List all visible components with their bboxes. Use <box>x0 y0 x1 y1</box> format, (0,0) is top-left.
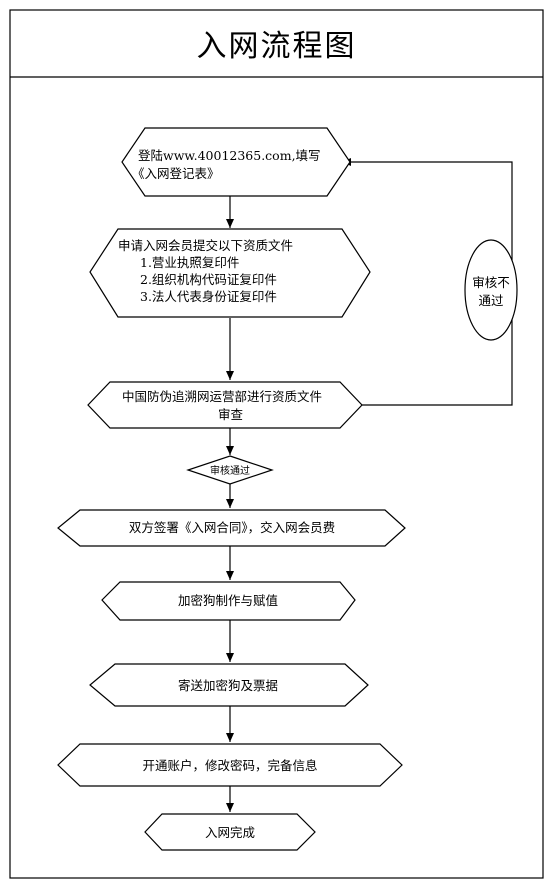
step-2-line-2: 1.营业执照复印件 <box>140 255 239 270</box>
step-2-line-4: 3.法人代表身份证复印件 <box>140 289 277 304</box>
page-title: 入网流程图 <box>196 29 357 64</box>
step-1-shape <box>121 127 351 197</box>
step-1-line-2: 《入网登记表》 <box>132 166 220 181</box>
step-1-line-1: 登陆www.40012365.com,填写 <box>138 148 321 163</box>
decision-fail-line-2: 通过 <box>478 293 504 308</box>
decision-fail-shape <box>464 239 518 341</box>
step-3-line-2: 审查 <box>218 407 244 422</box>
step-2-shape <box>89 228 371 318</box>
step-2-line-1: 申请入网会员提交以下资质文件 <box>118 238 293 253</box>
decision-pass-label: 审核通过 <box>210 464 250 477</box>
step-7-line-1: 开通账户，修改密码，完备信息 <box>142 758 317 773</box>
step-3-line-1: 中国防伪追溯网运营部进行资质文件 <box>122 389 322 404</box>
decision-fail-line-1: 审核不 <box>472 275 510 290</box>
step-4-line-1: 双方签署《入网合同》，交入网会员费 <box>129 520 335 535</box>
step-8-shape <box>144 813 316 851</box>
step-6-line-1: 寄送加密狗及票据 <box>178 678 278 693</box>
step-5-line-1: 加密狗制作与赋值 <box>178 593 278 608</box>
step-5-shape <box>101 581 356 621</box>
step-2-line-3: 2.组织机构代码证复印件 <box>140 272 277 287</box>
outer-border <box>9 9 544 879</box>
step-4-shape <box>57 509 406 547</box>
decision-pass-shape <box>186 455 274 485</box>
step-8-line-1: 入网完成 <box>205 825 255 840</box>
step-3-shape <box>87 381 363 429</box>
step-6-shape <box>89 663 369 707</box>
step-7-shape <box>57 743 403 787</box>
